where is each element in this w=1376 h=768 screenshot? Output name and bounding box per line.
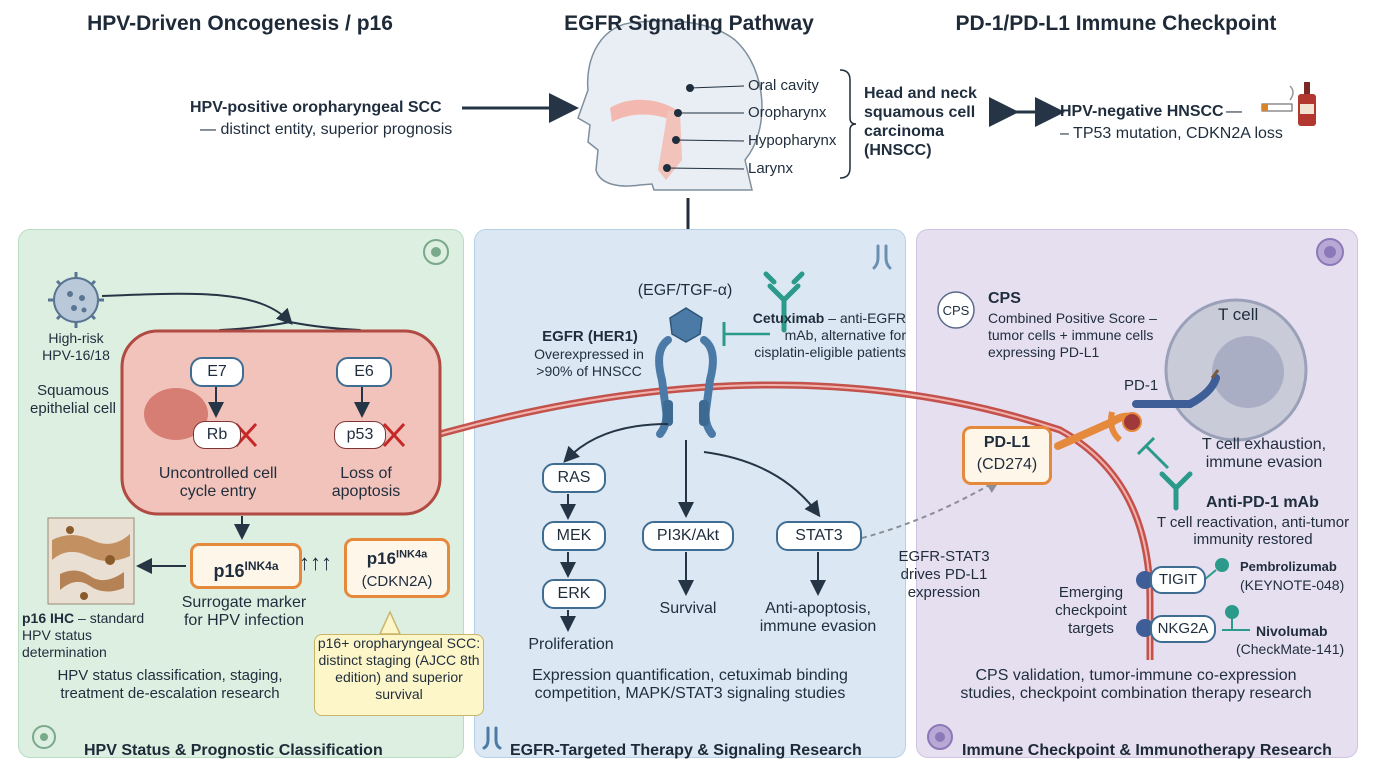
e6-effect: Loss of apoptosis (331, 465, 401, 500)
hpv-panel-footer: HPV Status & Prognostic Classification (84, 742, 383, 759)
footer-cell-icon (32, 725, 56, 749)
cetuximab-antibody-icon (763, 271, 805, 333)
stat3-node: STAT3 (776, 521, 862, 551)
nkg2a-node: NKG2A (1150, 615, 1216, 643)
p16-gene: p16INK4a(CDKN2A) (344, 538, 450, 598)
hpv-panel-title: HPV-Driven Oncogenesis / p16 (87, 12, 393, 35)
tigit-node: TIGIT (1150, 566, 1206, 594)
egfr-panel-title: EGFR Signaling Pathway (564, 12, 814, 35)
cps-badge: CPS (942, 303, 970, 318)
cps-description: Combined Positive Score – tumor cells + … (988, 310, 1157, 360)
pd1-panel-footer: Immune Checkpoint & Immunotherapy Resear… (962, 742, 1332, 759)
p53-protein: p53 (334, 421, 386, 449)
pd1-research-text: CPS validation, tumor-immune co-expressi… (960, 667, 1312, 702)
hpv-negative-title: HPV-negative HNSCC (1060, 103, 1224, 120)
nivolumab-marker (1225, 605, 1239, 619)
exhaustion-text: T cell exhaustion, immune evasion (1201, 436, 1327, 471)
t-cell-label: T cell (1218, 305, 1259, 324)
ligand-label: (EGF/TGF-α) (637, 282, 733, 299)
ras-node: RAS (542, 463, 606, 493)
pembrolizumab-label: Pembrolizumab (1240, 559, 1337, 574)
e7-effect: Uncontrolled cell cycle entry (158, 465, 278, 500)
erk-node: ERK (542, 579, 606, 609)
footer-receptor-icon (482, 726, 502, 750)
pembrolizumab-marker (1215, 558, 1229, 572)
mek-node: MEK (542, 521, 606, 551)
pd1-receptor (1132, 374, 1220, 408)
p53-degraded-icon (382, 422, 406, 448)
egfr-research-text: Expression quantification, cetuximab bin… (532, 667, 848, 702)
e7-oncoprotein: E7 (190, 357, 244, 387)
head-illustration (577, 20, 763, 191)
emerging-targets-text: Emerging checkpoint targets (1055, 584, 1127, 637)
site-larynx: Larynx (748, 160, 794, 177)
ihc-description: p16 IHC – standard HPV status determinat… (22, 610, 145, 660)
site-hypopharynx: Hypopharynx (748, 132, 837, 149)
stat3-pdl1-link (861, 477, 1002, 539)
anti-apoptosis-label: Anti-apoptosis, immune evasion (759, 600, 877, 635)
egfr-panel-footer: EGFR-Targeted Therapy & Signaling Resear… (510, 742, 862, 759)
t-cell-nucleus (1212, 336, 1284, 408)
pd1-panel-title: PD-1/PD-L1 Immune Checkpoint (955, 12, 1277, 35)
pd1-panel (916, 229, 1358, 758)
tigit-marker (1136, 571, 1154, 589)
egfr-receptor-desc: Overexpressed in >90% of HNSCC (534, 346, 644, 379)
pembrolizumab-trial: (KEYNOTE-048) (1240, 577, 1345, 593)
hnscc-title: Head and neck squamous cell carcinoma (H… (864, 85, 977, 159)
hpv-positive-title: HPV-positive oropharyngeal SCC (190, 99, 442, 116)
rb-protein: Rb (193, 421, 241, 449)
anti-pd1-antibody-icon (1159, 471, 1193, 511)
egfr-receptor-title: EGFR (HER1) (542, 328, 638, 345)
proliferation-label: Proliferation (528, 636, 614, 653)
nivolumab-trial: (CheckMate-141) (1236, 641, 1345, 657)
hpv-virus-icon (48, 272, 104, 328)
site-bracket (839, 69, 857, 179)
staging-callout: p16+ oropharyngeal SCC: distinct staging… (314, 634, 484, 716)
pi3k-akt-node: PI3K/Akt (642, 521, 734, 551)
surrogate-marker-text: Surrogate marker for HPV infection (181, 594, 307, 629)
hpv-negative-subtitle: – TP53 mutation, CDKN2A loss (1060, 125, 1283, 142)
hpv-negative-dash: — (1226, 103, 1242, 120)
p16-marker: p16INK4a (190, 543, 302, 589)
virus-label: High-risk HPV-16/18 (42, 330, 110, 363)
pd1-label: PD-1 (1124, 377, 1159, 394)
upregulation-arrows: ↑↑↑ (299, 550, 332, 575)
nkg2a-marker (1136, 619, 1154, 637)
egfr-panel-icon (872, 244, 892, 270)
survival-label: Survival (659, 600, 717, 617)
anti-pd1-desc: T cell reactivation, anti-tumor immunity… (1156, 514, 1350, 548)
hpv-positive-subtitle: — distinct entity, superior prognosis (200, 121, 453, 138)
cell-label: Squamous epithelial cell (30, 382, 116, 417)
nucleus (144, 388, 208, 440)
anti-pd1-title: Anti-PD-1 mAb (1206, 494, 1319, 511)
p16-ihc-image (47, 517, 135, 605)
callout-pointer (378, 610, 402, 635)
cell-icon (423, 239, 449, 265)
site-oropharynx: Oropharynx (748, 104, 827, 121)
hpv-research-text: HPV status classification, staging, trea… (57, 667, 283, 702)
site-oral-cavity: Oral cavity (748, 77, 819, 94)
egfr-receptor-icon (655, 307, 717, 438)
e6-oncoprotein: E6 (336, 357, 392, 387)
pdl1-box: PD-L1(CD274) (962, 426, 1052, 485)
cetuximab-text: Cetuximab – anti-EGFR mAb, alternative f… (752, 310, 906, 360)
nivolumab-label: Nivolumab (1256, 623, 1328, 639)
cps-title: CPS (988, 290, 1021, 307)
tobacco-alcohol-icon (1261, 82, 1316, 126)
cps-badge-circle (937, 291, 975, 329)
stat3-pdl1-text: EGFR-STAT3 drives PD-L1 expression (898, 548, 990, 601)
